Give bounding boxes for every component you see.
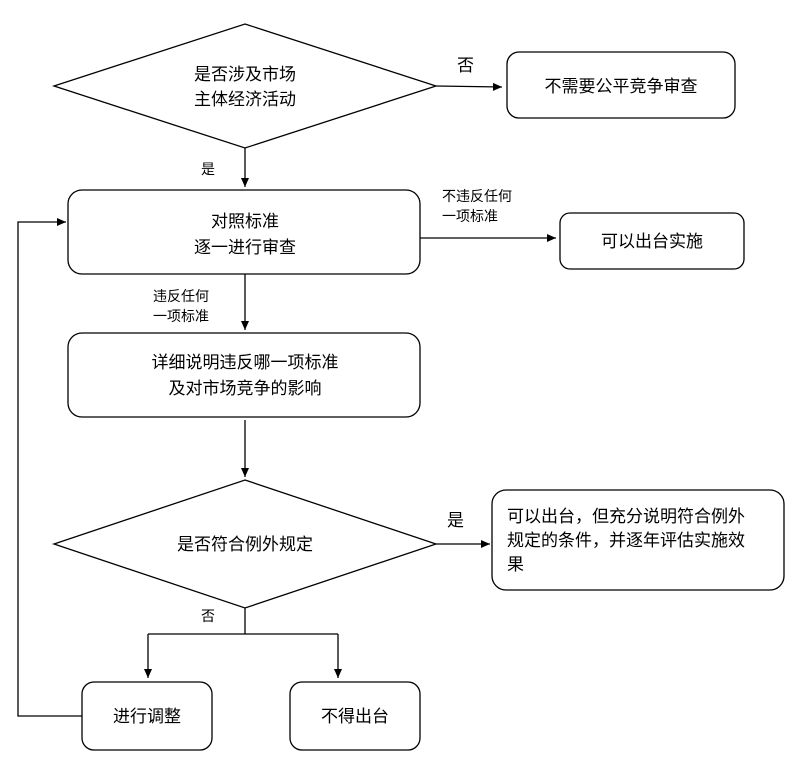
decision-exception-text: 是否符合例外规定 <box>177 535 313 555</box>
explain-box: 详细说明违反哪一项标准 及对市场竞争的影响 <box>67 332 421 418</box>
no-review-shape <box>506 51 736 119</box>
adjust-box: 进行调整 <box>81 681 213 751</box>
edges <box>17 82 556 717</box>
decision-market-shape <box>51 23 439 149</box>
explain-line-1: 详细说明违反哪一项标准 <box>152 353 339 373</box>
edge-labels: 否 是 不违反任何 一项标准 违反任何 一项标准 是 否 <box>153 56 512 625</box>
exception-issue-shape <box>491 489 785 591</box>
can-issue-shape <box>559 212 745 270</box>
not-issue-box: 不得出台 <box>289 681 421 751</box>
label-violation-1: 违反任何 <box>153 289 209 305</box>
label-no-violation-1: 不违反任何 <box>442 189 512 205</box>
no-review-text: 不需要公平竞争审查 <box>545 77 698 97</box>
label-no-violation-2: 一项标准 <box>442 209 498 225</box>
explain-shape <box>67 332 421 418</box>
decision-exception-shape <box>51 479 439 609</box>
decision-market: 是否涉及市场 主体经济活动 <box>51 23 439 149</box>
edge-market-to-no-review <box>435 82 503 91</box>
can-issue-text: 可以出台实施 <box>601 232 703 252</box>
no-review-box: 不需要公平竞争审查 <box>506 51 736 119</box>
label-violation-2: 一项标准 <box>153 309 209 325</box>
exception-issue-line-3: 果 <box>507 555 524 575</box>
exception-issue-line-2: 规定的条件，并逐年评估实施效 <box>507 531 745 551</box>
decision-exception: 是否符合例外规定 <box>51 479 439 609</box>
edge-loop-back <box>17 218 82 717</box>
can-issue-box: 可以出台实施 <box>559 212 745 270</box>
label-market-yes: 是 <box>201 162 215 178</box>
decision-market-line-2: 主体经济活动 <box>194 90 296 110</box>
review-box: 对照标准 逐一进行审查 <box>67 189 421 275</box>
adjust-text: 进行调整 <box>113 707 181 727</box>
not-issue-shape <box>289 681 421 751</box>
review-line-2: 逐一进行审查 <box>194 238 296 258</box>
label-exception-no: 否 <box>201 609 215 625</box>
decision-market-line-1: 是否涉及市场 <box>194 65 296 85</box>
exception-issue-box: 可以出台，但充分说明符合例外 规定的条件，并逐年评估实施效 果 <box>491 489 785 591</box>
label-market-no: 否 <box>457 56 474 76</box>
not-issue-text: 不得出台 <box>321 707 389 727</box>
review-line-1: 对照标准 <box>211 212 279 232</box>
adjust-shape <box>81 681 213 751</box>
explain-line-2: 及对市场竞争的影响 <box>169 379 322 399</box>
exception-issue-line-1: 可以出台，但充分说明符合例外 <box>507 507 745 527</box>
label-exception-yes: 是 <box>447 511 464 531</box>
review-shape <box>67 189 421 275</box>
